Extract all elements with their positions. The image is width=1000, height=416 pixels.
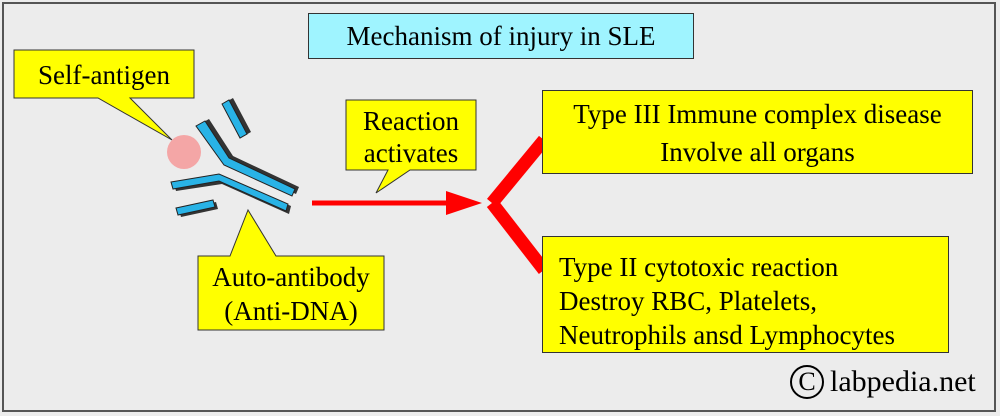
antibody-icon [170, 98, 299, 217]
type3-line1: Type III Immune complex disease [573, 99, 942, 129]
type2-line2: Destroy RBC, Platelets, [559, 286, 817, 316]
reaction-callout [345, 99, 477, 194]
type3-reaction-box: Type III Immune complex disease Involve … [542, 90, 973, 174]
reaction-arrow [312, 191, 482, 215]
page-title: Mechanism of injury in SLE [308, 13, 694, 59]
auto-antibody-line2: (Anti-DNA) [224, 296, 357, 326]
self-antigen-label: Self-antigen [38, 60, 170, 90]
copyright-text: labpedia.net [830, 365, 976, 398]
auto-antibody-callout [197, 208, 385, 331]
self-antigen-circle [167, 135, 201, 169]
type2-line3: Neutrophils ansd Lymphocytes [559, 320, 895, 350]
branch-fork [486, 135, 550, 274]
diagram-frame [2, 2, 996, 412]
self-antigen-callout [13, 49, 195, 141]
reaction-label-line1: Reaction [363, 106, 459, 136]
copyright-notice: C labpedia.net [790, 365, 976, 399]
type2-reaction-box: Type II cytotoxic reaction Destroy RBC, … [542, 236, 949, 353]
auto-antibody-line1: Auto-antibody [212, 262, 370, 292]
copyright-icon: C [790, 365, 824, 399]
type3-line2: Involve all organs [660, 137, 855, 167]
reaction-label-line2: activates [364, 138, 458, 168]
type2-line1: Type II cytotoxic reaction [559, 252, 839, 282]
